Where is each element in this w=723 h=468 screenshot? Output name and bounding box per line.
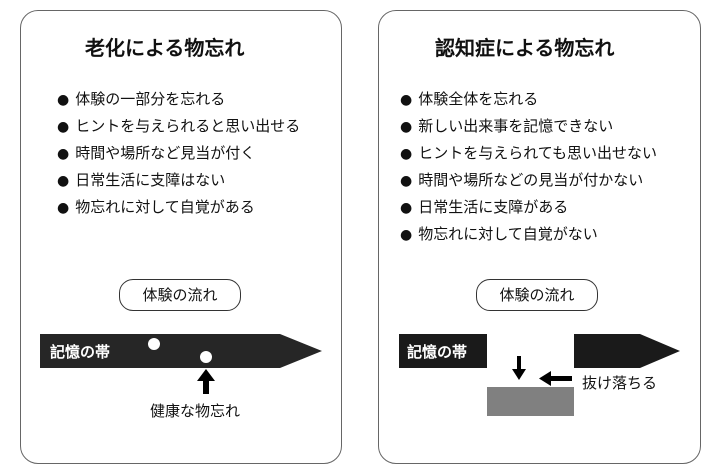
list-item: 時間や場所などの見当が付かない [400,167,657,194]
list-item: 日常生活に支障はない [57,167,300,194]
up-arrow-icon [197,369,215,394]
memory-band-left [40,334,322,368]
left-arrow-label: 健康な物忘れ [150,402,241,420]
right-band-label: 記憶の帯 [407,343,468,361]
left-arrow-icon [539,371,572,386]
memory-dot-forgotten [200,351,212,363]
right-title: 認知症による物忘れ [435,36,615,60]
left-bullets: 体験の一部分を忘れる ヒントを与えられると思い出せる 時間や場所など見当が付く … [57,86,300,221]
memory-band-right-start [399,334,487,368]
list-item: 日常生活に支障がある [400,194,657,221]
list-item: 物忘れに対して自覚がある [57,194,300,221]
right-arrow-label: 抜け落ちる [582,374,658,392]
list-item: 新しい出来事を記憶できない [400,113,657,140]
list-item: 体験全体を忘れる [400,86,657,113]
list-item: ヒントを与えられても思い出せない [400,140,657,167]
list-item: ヒントを与えられると思い出せる [57,113,300,140]
left-band-label: 記憶の帯 [50,343,111,361]
down-arrow-icon [512,356,526,380]
right-bullets: 体験全体を忘れる 新しい出来事を記憶できない ヒントを与えられても思い出せない … [400,86,657,248]
missing-memory-block [487,387,574,416]
memory-dot [148,338,160,350]
left-flow-label: 体験の流れ [119,279,241,311]
left-title: 老化による物忘れ [85,36,245,60]
memory-band-right-end [574,334,680,368]
list-item: 体験の一部分を忘れる [57,86,300,113]
list-item: 時間や場所など見当が付く [57,140,300,167]
right-flow-label: 体験の流れ [476,279,598,311]
list-item: 物忘れに対して自覚がない [400,221,657,248]
